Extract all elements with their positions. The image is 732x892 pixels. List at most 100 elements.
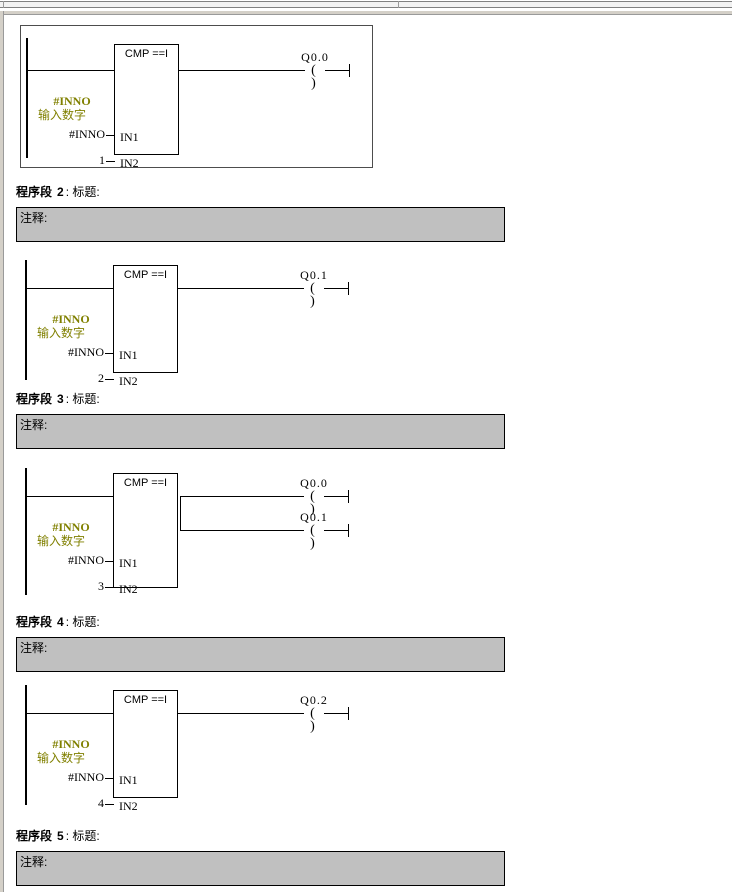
symbol-comment: 输入数字 — [37, 326, 86, 340]
coil-address-1: Q0.1 — [300, 510, 328, 524]
network-3-header-label: 程序段 — [16, 392, 53, 406]
network-4-rung[interactable]: CMP ==I IN1 IN2 #INNO 输入数字 #INNO 4 Q0.2 … — [20, 680, 373, 813]
network-2-header-number: 2 — [57, 185, 64, 199]
output-coil-1[interactable]: ( ) — [310, 523, 318, 551]
network-3-header-number: 3 — [57, 392, 64, 406]
network-1-rung[interactable]: CMP ==I IN1 IN2 #INNO 输入数字 #INNO 1 Q0.0 … — [20, 25, 373, 170]
symbol-comment: 输入数字 — [37, 751, 86, 765]
compare-block-pin-in1: IN1 — [119, 348, 138, 362]
pin-stub-in2 — [105, 587, 114, 588]
splitter-tick-left — [3, 1, 4, 8]
operand-in1[interactable]: #INNO — [69, 127, 105, 141]
rung-end-bar-1 — [348, 524, 349, 537]
rung-wire-tail-0 — [324, 496, 348, 497]
network-2-header: 程序段 2: 标题: — [16, 183, 100, 200]
symbol-annotation: #INNO 输入数字 — [37, 737, 105, 765]
rung-wire-output-0 — [180, 496, 304, 497]
network-4-comment-bar[interactable]: 注释: — [16, 637, 505, 672]
network-5-header: 程序段 5: 标题: — [16, 827, 100, 844]
rung-wire-input — [25, 496, 113, 497]
symbol-name: #INNO — [52, 312, 90, 326]
rung-wire-tail-1 — [324, 530, 348, 531]
splitter-seam — [398, 1, 399, 8]
splitter-bar[interactable] — [0, 1, 732, 8]
symbol-name: #INNO — [53, 94, 91, 108]
power-rail — [25, 260, 27, 380]
network-5-header-title: : 标题: — [65, 829, 100, 843]
operand-in2[interactable]: 1 — [99, 153, 105, 167]
operand-in1[interactable]: #INNO — [68, 553, 104, 567]
window-top-border — [0, 11, 732, 15]
symbol-annotation: #INNO 输入数字 — [38, 94, 106, 122]
compare-block-title: CMP ==I — [124, 48, 169, 60]
network-2-header-title: : 标题: — [65, 185, 100, 199]
output-coil-0[interactable]: ( ) — [311, 63, 319, 91]
rung-end-bar — [348, 282, 349, 295]
ladder-canvas[interactable]: CMP ==I IN1 IN2 #INNO 输入数字 #INNO 1 Q0.0 … — [5, 15, 732, 892]
network-2-comment-text: 注释: — [20, 211, 48, 225]
output-coil-0[interactable]: ( ) — [310, 281, 318, 309]
network-4-comment-text: 注释: — [20, 641, 48, 655]
network-3-comment-bar[interactable]: 注释: — [16, 414, 505, 449]
coil-address-0: Q0.0 — [300, 476, 328, 490]
power-rail — [25, 468, 27, 595]
network-3-rung[interactable]: CMP ==I IN1 IN2 #INNO 输入数字 #INNO 3 Q0.0 … — [20, 463, 373, 598]
network-3-header-title: : 标题: — [65, 392, 100, 406]
compare-block-pin-in2: IN2 — [119, 374, 138, 388]
rung-wire-tail — [324, 713, 348, 714]
operand-in1[interactable]: #INNO — [68, 770, 104, 784]
rung-wire-output — [178, 288, 304, 289]
network-5-comment-bar[interactable]: 注释: — [16, 851, 505, 886]
operand-in2[interactable]: 2 — [98, 371, 104, 385]
pin-stub-in1 — [105, 561, 114, 562]
network-5-comment-text: 注释: — [20, 855, 48, 869]
compare-block-pin-in2: IN2 — [119, 582, 138, 596]
rung-wire-output-1 — [180, 530, 304, 531]
compare-block-pin-in2: IN2 — [119, 799, 138, 813]
symbol-name: #INNO — [52, 737, 90, 751]
compare-block-pin-in1: IN1 — [119, 556, 138, 570]
operand-in2[interactable]: 4 — [98, 796, 104, 810]
compare-block-title: CMP ==I — [123, 477, 168, 489]
symbol-comment: 输入数字 — [38, 108, 87, 122]
network-4-header-label: 程序段 — [16, 615, 53, 629]
window-left-border — [0, 11, 4, 892]
rung-wire-input — [25, 713, 113, 714]
compare-block-title: CMP ==I — [123, 694, 168, 706]
network-5-header-label: 程序段 — [16, 829, 53, 843]
compare-block[interactable]: CMP ==I IN1 IN2 — [113, 473, 178, 596]
operand-in2[interactable]: 3 — [98, 579, 104, 593]
operand-in1[interactable]: #INNO — [68, 345, 104, 359]
network-3-comment-text: 注释: — [20, 418, 48, 432]
symbol-comment: 输入数字 — [37, 534, 86, 548]
rung-wire-tail — [324, 288, 348, 289]
network-4-header-number: 4 — [57, 615, 64, 629]
compare-block[interactable]: CMP ==I IN1 IN2 — [113, 265, 178, 388]
pin-stub-in1 — [105, 778, 114, 779]
network-2-rung[interactable]: CMP ==I IN1 IN2 #INNO 输入数字 #INNO 2 Q0.1 … — [20, 255, 373, 388]
power-rail — [25, 685, 27, 805]
splitter-strip[interactable] — [0, 0, 732, 11]
rung-wire-input — [26, 70, 114, 71]
rung-wire-tail — [325, 70, 349, 71]
coil-address-0: Q0.2 — [300, 693, 328, 707]
rung-end-bar — [348, 707, 349, 720]
compare-block-pin-in2: IN2 — [120, 156, 139, 170]
rung-end-bar-0 — [348, 490, 349, 503]
rung-end-bar — [349, 64, 350, 77]
network-2-header-label: 程序段 — [16, 185, 53, 199]
symbol-annotation: #INNO 输入数字 — [37, 312, 105, 340]
compare-block[interactable]: CMP ==I IN1 IN2 — [113, 690, 178, 813]
compare-block[interactable]: CMP ==I IN1 IN2 — [114, 44, 179, 170]
pin-stub-in1 — [106, 135, 115, 136]
compare-block-pin-in1: IN1 — [120, 130, 139, 144]
network-5-header-number: 5 — [57, 829, 64, 843]
network-2-comment-bar[interactable]: 注释: — [16, 207, 505, 242]
rung-wire-output — [179, 70, 305, 71]
pin-stub-in2 — [106, 161, 115, 162]
network-3-header: 程序段 3: 标题: — [16, 390, 100, 407]
rung-wire-output — [178, 713, 304, 714]
output-coil-0[interactable]: ( ) — [310, 706, 318, 734]
output-coil-0[interactable]: ( ) — [310, 489, 318, 517]
